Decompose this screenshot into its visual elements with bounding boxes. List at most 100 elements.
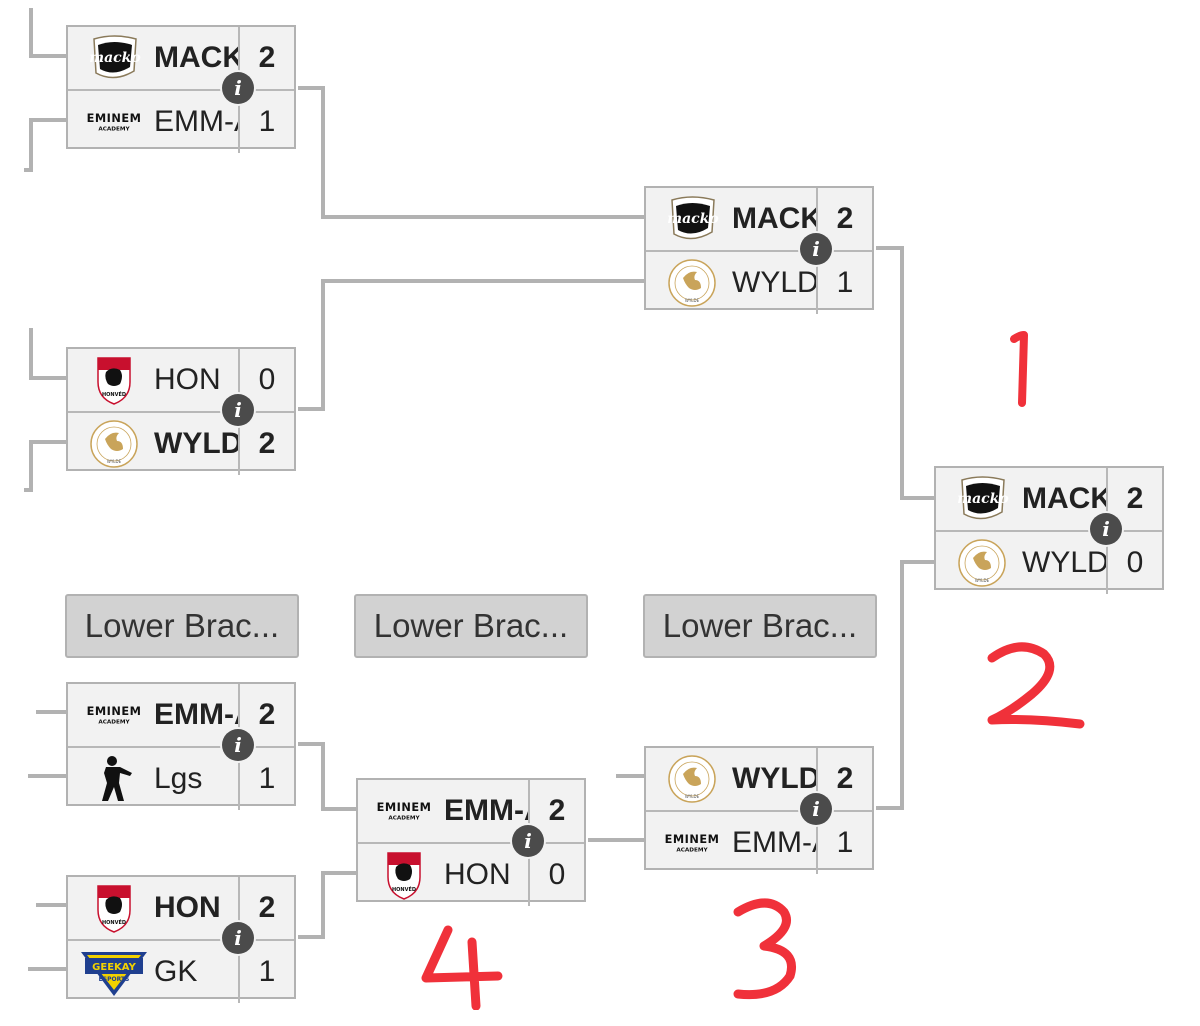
svg-text:ACADEMY: ACADEMY	[98, 720, 130, 726]
team-name: GK	[154, 955, 198, 988]
svg-text:macko: macko	[957, 491, 1008, 507]
team-row[interactable]: HONVÉD HON 0	[68, 349, 294, 411]
team-name: HON	[154, 363, 221, 396]
team-row[interactable]: EMINEM ACADEMY EMM-A 2	[358, 780, 584, 842]
svg-text:WYLDE: WYLDE	[685, 298, 700, 303]
team-name: HON	[444, 858, 511, 891]
team-row[interactable]: EMINEM ACADEMY EMM-A 2	[68, 684, 294, 746]
team-score: 0	[1106, 532, 1162, 594]
eminem-academy-logo: EMINEM ACADEMY	[78, 690, 150, 740]
team-score: 2	[528, 780, 584, 842]
team-row[interactable]: WYLDE WYLD 2	[646, 748, 872, 810]
team-score: 0	[528, 844, 584, 906]
team-row[interactable]: GEEKAY ESPORTS GK 1	[68, 939, 294, 1003]
team-name: EMM-A	[444, 794, 530, 827]
team-name: EMM-A	[154, 105, 240, 138]
team-row[interactable]: Lgs 1	[68, 746, 294, 810]
svg-text:HONVÉD: HONVÉD	[102, 918, 126, 926]
team-name: MACK	[1022, 482, 1108, 515]
team-score: 2	[238, 684, 294, 746]
geekay-esports-logo: GEEKAY ESPORTS	[78, 947, 150, 997]
team-name: EMM-A	[154, 698, 240, 731]
match-card-lower-r1-2[interactable]: HONVÉD HON 2 GEEKAY ESPORTS GK 1 i	[66, 875, 296, 1003]
team-name: MACK	[154, 41, 240, 74]
team-row[interactable]: macko MACK 2	[68, 27, 294, 89]
svg-text:WYLDE: WYLDE	[107, 459, 122, 464]
svg-text:ACADEMY: ACADEMY	[676, 848, 708, 854]
wylde-logo: WYLDE	[656, 258, 728, 308]
match-info-icon[interactable]: i	[800, 233, 832, 265]
macko-logo: macko	[946, 474, 1018, 524]
team-name: MACK	[732, 202, 818, 235]
team-score: 1	[816, 252, 872, 314]
match-card-grand-final[interactable]: macko MACK 2 WYLDE WYLDE 0 i	[934, 466, 1164, 594]
svg-text:EMINEM: EMINEM	[87, 704, 142, 718]
team-name: WYLD	[732, 762, 818, 795]
team-row[interactable]: macko MACK 2	[646, 188, 872, 250]
svg-text:ESPORTS: ESPORTS	[99, 976, 130, 983]
eminem-academy-logo: EMINEM ACADEMY	[368, 786, 440, 836]
svg-text:WYLDE: WYLDE	[975, 578, 990, 583]
match-info-icon[interactable]: i	[222, 394, 254, 426]
team-name: HON	[154, 891, 221, 924]
match-info-icon[interactable]: i	[222, 729, 254, 761]
svg-text:ACADEMY: ACADEMY	[388, 816, 420, 822]
wylde-logo: WYLDE	[946, 538, 1018, 588]
svg-text:GEEKAY: GEEKAY	[92, 962, 136, 973]
lower-bracket-header-3[interactable]: Lower Brac...	[643, 594, 877, 658]
honved-logo: HONVÉD	[78, 355, 150, 405]
svg-text:WYLDE: WYLDE	[685, 794, 700, 799]
team-name: Lgs	[154, 762, 203, 795]
team-row[interactable]: WYLDE WYLD 2	[68, 411, 294, 475]
wylde-logo: WYLDE	[78, 419, 150, 469]
handwritten-annotation-2	[987, 642, 1085, 729]
eminem-academy-logo: EMINEM ACADEMY	[656, 818, 728, 868]
match-info-icon[interactable]: i	[800, 793, 832, 825]
team-row[interactable]: WYLDE WYLDE 0	[936, 530, 1162, 594]
svg-text:macko: macko	[89, 50, 140, 66]
team-name: WYLD	[154, 427, 240, 460]
match-info-icon[interactable]: i	[512, 825, 544, 857]
team-row[interactable]: HONVÉD HON 0	[358, 842, 584, 906]
honved-logo: HONVÉD	[368, 850, 440, 900]
match-card-lower-r2[interactable]: EMINEM ACADEMY EMM-A 2 HONVÉD HON 0 i	[356, 778, 586, 906]
team-score: 1	[238, 91, 294, 153]
macko-logo: macko	[656, 194, 728, 244]
svg-text:EMINEM: EMINEM	[87, 111, 142, 125]
svg-text:EMINEM: EMINEM	[665, 832, 720, 846]
match-card-upper-r1-2[interactable]: HONVÉD HON 0 WYLDE WYLD 2 i	[66, 347, 296, 475]
team-score: 2	[238, 877, 294, 939]
handwritten-annotation-1	[1010, 331, 1028, 407]
svg-text:HONVÉD: HONVÉD	[392, 885, 416, 893]
macko-logo: macko	[78, 33, 150, 83]
match-info-icon[interactable]: i	[222, 72, 254, 104]
team-score: 2	[238, 27, 294, 89]
team-row[interactable]: macko MACK 2	[936, 468, 1162, 530]
team-row[interactable]: HONVÉD HON 2	[68, 877, 294, 939]
team-name: WYLDE	[1022, 546, 1108, 579]
handwritten-annotation-4	[421, 925, 503, 1010]
lower-bracket-header-2[interactable]: Lower Brac...	[354, 594, 588, 658]
match-card-upper-semi[interactable]: macko MACK 2 WYLDE WYLDE 1 i	[644, 186, 874, 314]
match-card-lower-r1-1[interactable]: EMINEM ACADEMY EMM-A 2 Lgs 1 i	[66, 682, 296, 810]
soldier-silhouette-logo	[78, 754, 150, 804]
team-score: 1	[816, 812, 872, 874]
team-score: 2	[1106, 468, 1162, 530]
team-row[interactable]: EMINEM ACADEMY EMM-A 1	[646, 810, 872, 874]
match-card-lower-r3[interactable]: WYLDE WYLD 2 EMINEM ACADEMY EMM-A 1 i	[644, 746, 874, 874]
team-name: EMM-A	[732, 826, 818, 859]
team-score: 0	[238, 349, 294, 411]
team-score: 1	[238, 941, 294, 1003]
lower-bracket-header-1[interactable]: Lower Brac...	[65, 594, 299, 658]
match-info-icon[interactable]: i	[222, 922, 254, 954]
team-row[interactable]: WYLDE WYLDE 1	[646, 250, 872, 314]
svg-text:EMINEM: EMINEM	[377, 800, 432, 814]
handwritten-annotation-3	[733, 898, 796, 1000]
team-name: WYLDE	[732, 266, 818, 299]
match-info-icon[interactable]: i	[1090, 513, 1122, 545]
wylde-logo: WYLDE	[656, 754, 728, 804]
